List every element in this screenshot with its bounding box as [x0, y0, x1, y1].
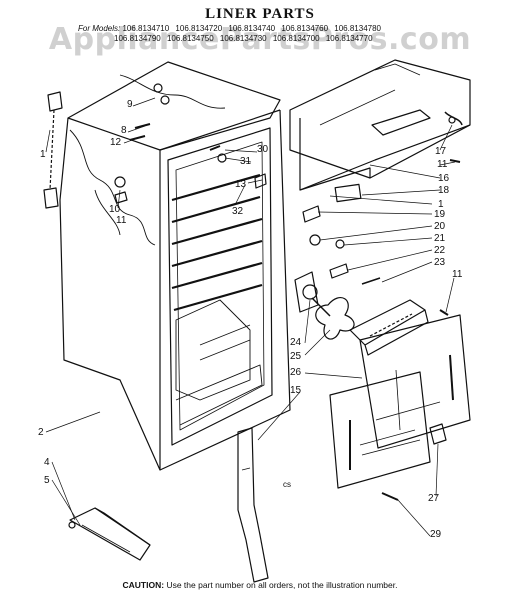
caution-note: CAUTION: Use the part number on all orde… [0, 580, 520, 590]
callout-15: 15 [290, 385, 302, 396]
callout-4: 4 [44, 457, 50, 468]
drain-trough [237, 427, 269, 583]
callout-22: 22 [434, 245, 446, 256]
callout-17: 17 [435, 146, 447, 157]
callout-27: 27 [428, 493, 440, 504]
model-number: 106.8134790 [114, 34, 161, 43]
model-list: For Models: 106.8134710 106.8134720 106.… [78, 24, 518, 44]
callout-26: 26 [290, 367, 302, 378]
callout-21: 21 [434, 233, 446, 244]
model-number: 106.8134780 [334, 24, 381, 33]
callout-32: 32 [232, 206, 244, 217]
callout-16: 16 [438, 173, 450, 184]
callout-19: 19 [434, 209, 446, 220]
callout-8: 8 [121, 125, 127, 136]
model-prefix: For Models: [78, 24, 121, 33]
callout-10: 10 [109, 204, 121, 215]
model-number: 106.8134760 [281, 24, 329, 33]
screws [381, 159, 461, 501]
model-number: 106.8134770 [325, 34, 373, 43]
callout-24: 24 [290, 337, 302, 348]
rear-panel-upper [289, 59, 471, 191]
fan-assembly [294, 271, 355, 340]
model-number: 106.8134710 [122, 24, 170, 33]
callout-1: 1 [40, 149, 46, 160]
callout-2: 2 [38, 427, 44, 438]
crisper-slide [68, 507, 151, 561]
left-bracket [43, 91, 63, 209]
model-number: 106.8134720 [175, 24, 223, 33]
caution-label: CAUTION: [122, 580, 165, 590]
small-hardware-top [114, 83, 267, 204]
model-row-2: 106.8134790 106.8134750 106.8134730 106.… [78, 34, 518, 44]
caution-text: Use the part number on all orders, not t… [166, 580, 398, 590]
callout-1: 1 [438, 199, 444, 210]
rear-cover-lower [359, 314, 471, 449]
model-number: 106.8134700 [272, 34, 320, 43]
callout-23: 23 [434, 257, 446, 268]
model-number: 106.8134730 [219, 34, 267, 43]
callout-9: 9 [127, 99, 133, 110]
callout-25: 25 [290, 351, 302, 362]
cs-mark: cs [283, 480, 291, 489]
callout-18: 18 [438, 185, 450, 196]
callout-30: 30 [257, 144, 269, 155]
small-hardware-middle [302, 205, 381, 285]
diagram-title: LINER PARTS [205, 6, 315, 22]
evaporator-cover [329, 371, 447, 489]
callout-11: 11 [452, 269, 463, 280]
small-panel-part [334, 183, 362, 203]
callout-11: 11 [116, 215, 127, 226]
model-number: 106.8134750 [166, 34, 214, 43]
callout-13: 13 [235, 179, 247, 190]
callout-20: 20 [434, 221, 446, 232]
model-number: 106.8134740 [228, 24, 276, 33]
cabinet-liner [59, 61, 291, 471]
callout-11: 11 [437, 159, 448, 170]
leader-lines [45, 97, 456, 537]
callout-12: 12 [110, 137, 122, 148]
callout-31: 31 [240, 156, 252, 167]
model-row-1: For Models: 106.8134710 106.8134720 106.… [78, 24, 518, 34]
callout-5: 5 [44, 475, 50, 486]
callout-29: 29 [430, 529, 442, 540]
